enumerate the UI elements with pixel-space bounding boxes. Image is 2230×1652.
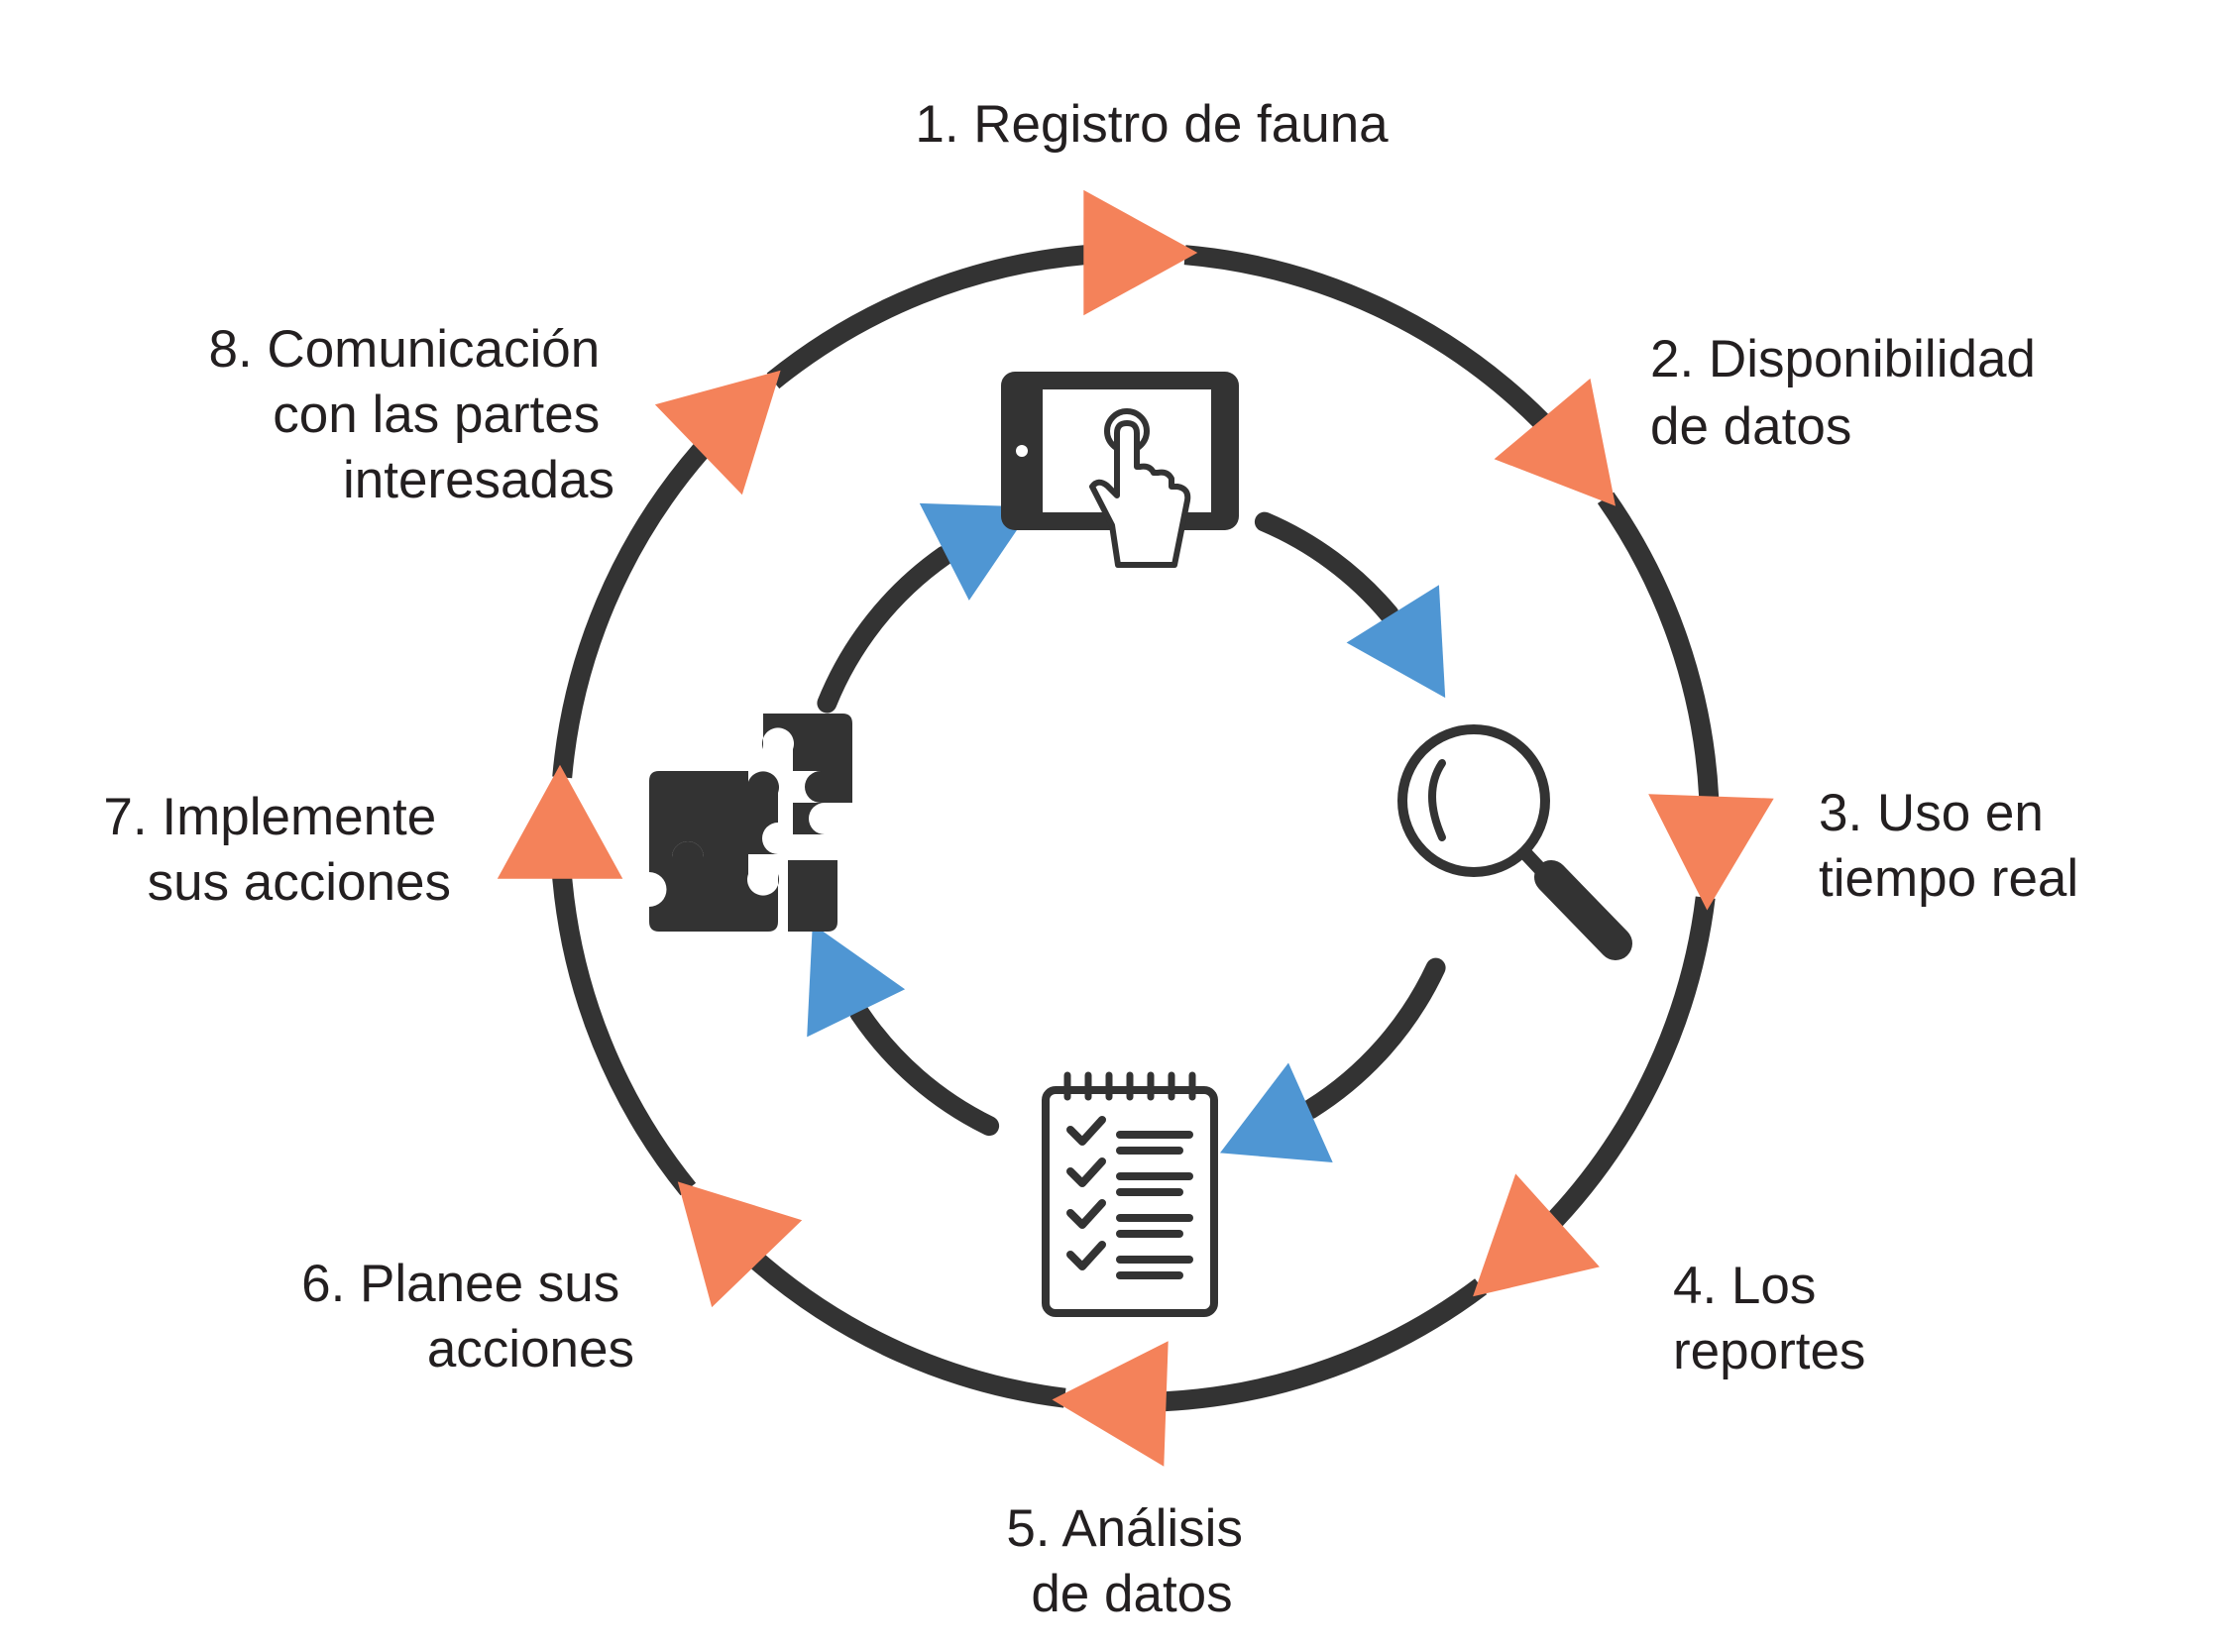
inner-ring-segment bbox=[817, 545, 954, 714]
step-7-label: 7. Implemente sus acciones bbox=[103, 788, 451, 912]
step-4-line-2: reportes bbox=[1673, 1322, 1865, 1380]
inner-arrow-3 bbox=[807, 924, 906, 1038]
step-6-label: 6. Planee sus acciones bbox=[301, 1255, 634, 1378]
inner-ring-segments bbox=[817, 511, 1446, 1137]
step-3-label: 3. Uso en tiempo real bbox=[1819, 784, 2078, 908]
step-3-line-2: tiempo real bbox=[1819, 849, 2078, 908]
tablet-touch-icon bbox=[1001, 372, 1239, 568]
outer-arrow-3 bbox=[1648, 794, 1774, 911]
outer-ring-segment bbox=[552, 443, 709, 779]
outer-arrow-6 bbox=[677, 1181, 803, 1308]
step-1-label: 1. Registro de fauna bbox=[915, 95, 1389, 154]
outer-arrow-2 bbox=[1494, 378, 1616, 506]
step-4-label: 4. Los reportes bbox=[1673, 1257, 1865, 1380]
step-6-line-2: acciones bbox=[427, 1320, 634, 1378]
inner-ring-segment bbox=[849, 1003, 1000, 1137]
inner-arrow-2 bbox=[1220, 1062, 1333, 1162]
step-8-line-3: interesadas bbox=[343, 451, 614, 509]
step-7-line-2: sus acciones bbox=[148, 853, 451, 912]
inner-arrows bbox=[807, 502, 1446, 1162]
step-5-label: 5. Análisis de datos bbox=[1006, 1499, 1257, 1623]
step-7-line-1: 7. Implemente bbox=[103, 788, 436, 846]
inner-arrow-1 bbox=[1346, 585, 1446, 699]
outer-ring-segment bbox=[552, 876, 697, 1196]
outer-arrows bbox=[497, 189, 1774, 1467]
outer-ring-segment bbox=[750, 1254, 1066, 1408]
outer-arrow-4 bbox=[1473, 1173, 1600, 1297]
step-2-label: 2. Disponibilidad de datos bbox=[1650, 330, 2051, 456]
step-2-line-1: 2. Disponibilidad bbox=[1650, 330, 2036, 388]
outer-ring-segment bbox=[1597, 492, 1720, 799]
step-8-line-1: 8. Comunicación bbox=[209, 320, 601, 379]
magnifier-icon bbox=[1397, 724, 1632, 960]
step-6-line-1: 6. Planee sus bbox=[301, 1255, 619, 1313]
inner-ring-segment bbox=[1254, 511, 1399, 624]
step-8-label: 8. Comunicación con las partes interesad… bbox=[209, 320, 615, 509]
step-labels: 1. Registro de fauna 2. Disponibilidad d… bbox=[103, 95, 2078, 1623]
inner-arrow-4 bbox=[919, 502, 1033, 601]
puzzle-icon bbox=[649, 714, 852, 932]
outer-arrow-5 bbox=[1052, 1341, 1169, 1467]
step-3-line-1: 3. Uso en bbox=[1819, 784, 2044, 842]
step-8-line-2: con las partes bbox=[273, 385, 600, 444]
step-4-line-1: 4. Los bbox=[1673, 1257, 1816, 1315]
step-5-line-1: 5. Análisis bbox=[1006, 1499, 1243, 1558]
step-1-line-1: 1. Registro de fauna bbox=[915, 95, 1389, 154]
outer-ring-segment bbox=[1164, 1278, 1488, 1412]
outer-ring-segments bbox=[552, 245, 1720, 1412]
step-5-line-2: de datos bbox=[1031, 1565, 1232, 1623]
inner-ring-segment bbox=[1300, 957, 1446, 1120]
outer-ring-segment bbox=[1183, 245, 1549, 428]
outer-arrow-7 bbox=[497, 764, 623, 879]
outer-ring-segment bbox=[766, 245, 1086, 389]
checklist-icon bbox=[1042, 1071, 1218, 1317]
outer-arrow-8 bbox=[654, 370, 781, 496]
step-2-line-2: de datos bbox=[1650, 397, 1851, 456]
outer-arrow-1 bbox=[1083, 189, 1198, 316]
outer-ring-segment bbox=[1547, 896, 1716, 1227]
